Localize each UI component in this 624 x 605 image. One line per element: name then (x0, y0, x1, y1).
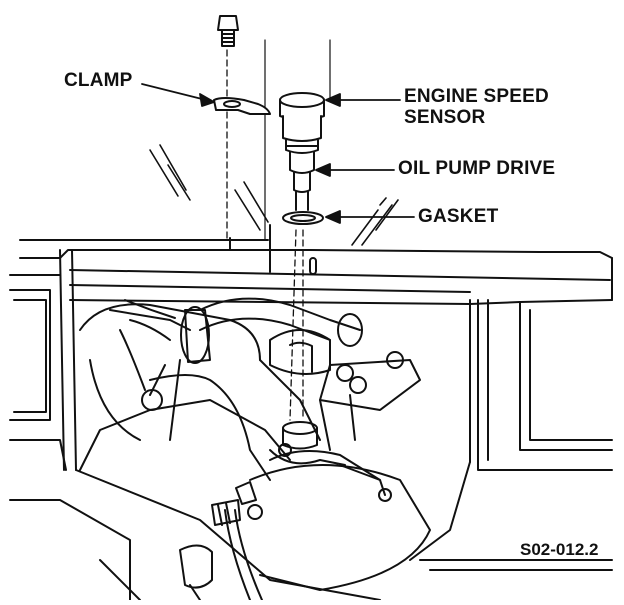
oil-pump-drive-label: OIL PUMP DRIVE (398, 158, 556, 179)
cowl-panel (19, 224, 613, 471)
figure-code: S02-012.2 (520, 540, 599, 559)
clamp-arrowhead (199, 93, 215, 107)
clamp-part (213, 97, 271, 115)
clamp-leader (141, 83, 207, 101)
transmission-housing (75, 303, 431, 601)
clamp-label: CLAMP (64, 70, 133, 91)
bolt-part (217, 15, 239, 47)
engine-speed-sensor-label-line1: ENGINE SPEED (404, 86, 549, 107)
pipe-assembly (199, 297, 421, 451)
oil-pump-drive-part (289, 151, 315, 211)
gasket-part (282, 211, 324, 225)
leader-arrows (141, 83, 415, 224)
sensor-arrowhead (325, 93, 341, 107)
left-fender (9, 274, 131, 601)
right-side-panel (409, 299, 613, 571)
assembly-axis-lines (226, 49, 304, 421)
gasket-label: GASKET (418, 206, 499, 227)
engine-speed-sensor-label-line2: SENSOR (404, 107, 486, 128)
drive-arrowhead (315, 163, 331, 177)
cowl-slot (309, 257, 317, 275)
windshield-reflection (149, 144, 399, 246)
background-verticals (264, 39, 331, 241)
gasket-arrowhead (325, 210, 341, 224)
wiring-harness (109, 299, 271, 481)
drive-housing-boss (269, 421, 392, 502)
lower-cable-connector (179, 481, 263, 601)
engine-speed-sensor-label: ENGINE SPEED SENSOR (404, 86, 549, 128)
engine-speed-sensor-part (279, 92, 325, 154)
